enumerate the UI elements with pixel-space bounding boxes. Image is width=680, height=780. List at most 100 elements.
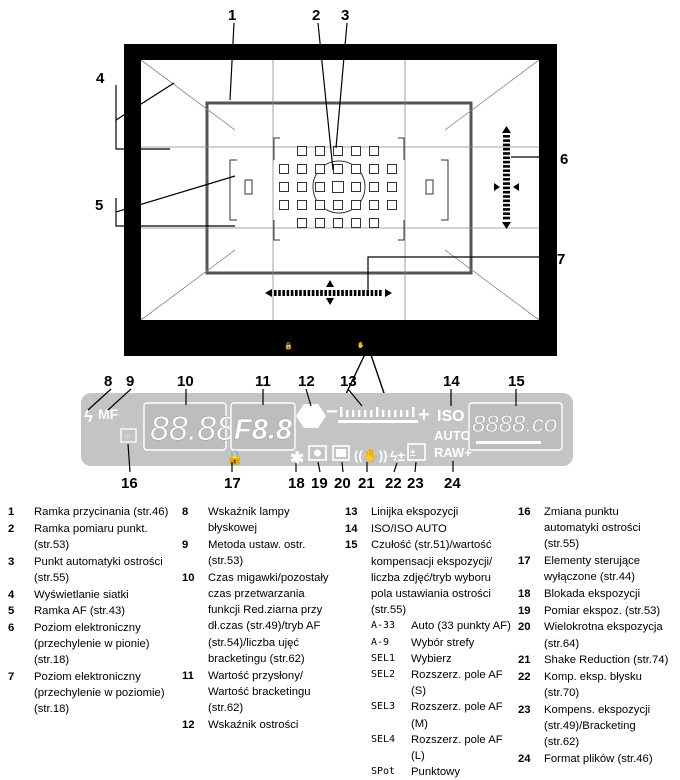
legend-text: Poziom elektroniczny (przechylenie w poz… (34, 671, 165, 716)
panel-multi-exposure-inner (336, 449, 346, 457)
af-point (315, 182, 325, 192)
callout-16: 16 (121, 475, 138, 492)
callout-20: 20 (334, 475, 351, 492)
vlevel-segment (503, 135, 510, 138)
af-point (387, 182, 397, 192)
hlevel-segment (274, 290, 277, 296)
legend-number: 11 (182, 669, 194, 682)
legend-number: 14 (345, 522, 358, 535)
legend-text: Format plików (str.46) (544, 753, 653, 765)
vlevel-segment (503, 156, 510, 160)
hlevel-segment (379, 290, 382, 296)
af-mode-glyph: A-33 (371, 620, 396, 632)
legend-number: 15 (345, 539, 358, 552)
legend-number: 21 (518, 654, 531, 667)
panel-counter: 8888.co (472, 411, 557, 438)
electronic-level-horizontal (265, 280, 392, 305)
af-point (332, 181, 344, 193)
vlevel-arrow-down (502, 222, 511, 229)
legend-text: Poziom elektroniczny (przechylenie w pio… (34, 621, 150, 667)
af-mode-glyph: A-9 (371, 636, 390, 648)
vlevel-arrow-up (502, 126, 511, 133)
callout-1: 1 (228, 7, 236, 24)
vf-auto: AUTO (381, 337, 398, 343)
legend-text: Zmiana punktu automatyki ostrości (str.5… (544, 506, 641, 551)
af-point (369, 164, 379, 174)
vlevel-segment (503, 182, 510, 185)
callout-5: 5 (95, 197, 103, 214)
ruler-tick (370, 410, 373, 417)
vlevel-segment (503, 165, 510, 168)
legend-number: 7 (8, 671, 15, 683)
spot-metering-frame (312, 160, 366, 214)
callout-13: 13 (340, 373, 357, 390)
vf-exposure-ruler: − + (327, 324, 379, 335)
hlevel-segment (278, 290, 281, 296)
legend-number: 24 (518, 753, 531, 765)
legend-text: ISO/ISO AUTO (371, 522, 447, 535)
vf-ruler-bar (333, 328, 373, 330)
vlevel-segment (503, 208, 510, 211)
vlevel-segment (503, 169, 510, 172)
vlevel-segment (503, 160, 510, 164)
legend-text: Blokada ekspozycji (544, 588, 641, 600)
callout-11: 11 (255, 373, 271, 390)
callout-7: 7 (557, 251, 565, 268)
hlevel-segment (353, 290, 357, 296)
vlevel-segment (503, 152, 510, 155)
af-point (369, 218, 379, 228)
af-mode-label: Wybierz (411, 652, 452, 665)
legend-text: Linijka ekspozycji (371, 506, 459, 518)
vlevel-segment (503, 190, 510, 194)
hlevel-arrow-right (385, 289, 392, 297)
ruler-tick (364, 410, 367, 417)
hlevel-segment (316, 290, 319, 296)
panel-exposure-comp-icon (407, 443, 426, 461)
callout-18: 18 (288, 475, 305, 492)
panel-mf: MF (98, 406, 119, 422)
af-point (315, 164, 325, 174)
callout-numbers: 1 2 3 4 5 6 7 8 9 10 11 12 13 14 15 16 1… (95, 7, 568, 492)
crop-frame (205, 101, 473, 275)
hlevel-segment (374, 290, 378, 296)
callout-19: 19 (311, 475, 328, 492)
viewfinder-diagram: ϟ MF 88.88 F8.8 − + ISO AUTO RAW+ 8888.c… (81, 7, 573, 492)
panel-aperture: F8.8 (234, 414, 293, 446)
legend-text: Metoda ustaw. ostr. (str.53) (208, 538, 306, 568)
vf-lock-icon: 🔒 (284, 342, 293, 350)
electronic-level-vertical (494, 126, 519, 229)
panel-flash-icon: ϟ (84, 407, 93, 426)
hlevel-segment (362, 290, 365, 296)
af-point (333, 164, 343, 174)
vf-mf: MF (232, 329, 244, 338)
ruler-tick (376, 407, 379, 417)
af-point (315, 218, 325, 228)
af-mode-glyph: SEL3 (371, 701, 396, 713)
panel-shutter: 88.88 (150, 410, 235, 448)
legend-text: Wartość przysłony/ Wartość bracketingu (… (208, 669, 311, 714)
af-mode-glyph: SEL1 (371, 652, 396, 664)
af-mode-label: Wybór strefy (411, 636, 475, 649)
ruler-tick (352, 410, 355, 417)
vf-focus-indicator (313, 330, 324, 338)
callout-24: 24 (444, 475, 461, 492)
vf-metering-icon (336, 340, 345, 348)
hlevel-segment (286, 290, 290, 296)
hlevel-segment (290, 290, 294, 296)
legend-text: Wskaźnik lampy błyskowej (208, 506, 290, 535)
af-point (333, 146, 343, 156)
vf-shake-icon: (✋) (355, 341, 366, 349)
hlevel-pointer-bottom (326, 298, 334, 305)
af-mode-label: Rozszerz. pole AF (M) (411, 701, 503, 730)
legend-number: 4 (8, 588, 15, 601)
vlevel-segment (503, 147, 510, 151)
panel-shutter-box (143, 402, 227, 451)
hlevel-arrow-left (265, 289, 272, 297)
legend-text: Komp. eksp. błysku (str.70) (544, 671, 642, 700)
vf-flash-icon: ϟ (225, 330, 231, 341)
hlevel-segment (311, 290, 315, 296)
hlevel-segment (324, 290, 327, 296)
legend-number: 1 (8, 506, 15, 518)
hlevel-segment (349, 290, 353, 296)
legend-text: Kompens. ekspozycji (str.49)/Bracketing … (544, 703, 651, 749)
